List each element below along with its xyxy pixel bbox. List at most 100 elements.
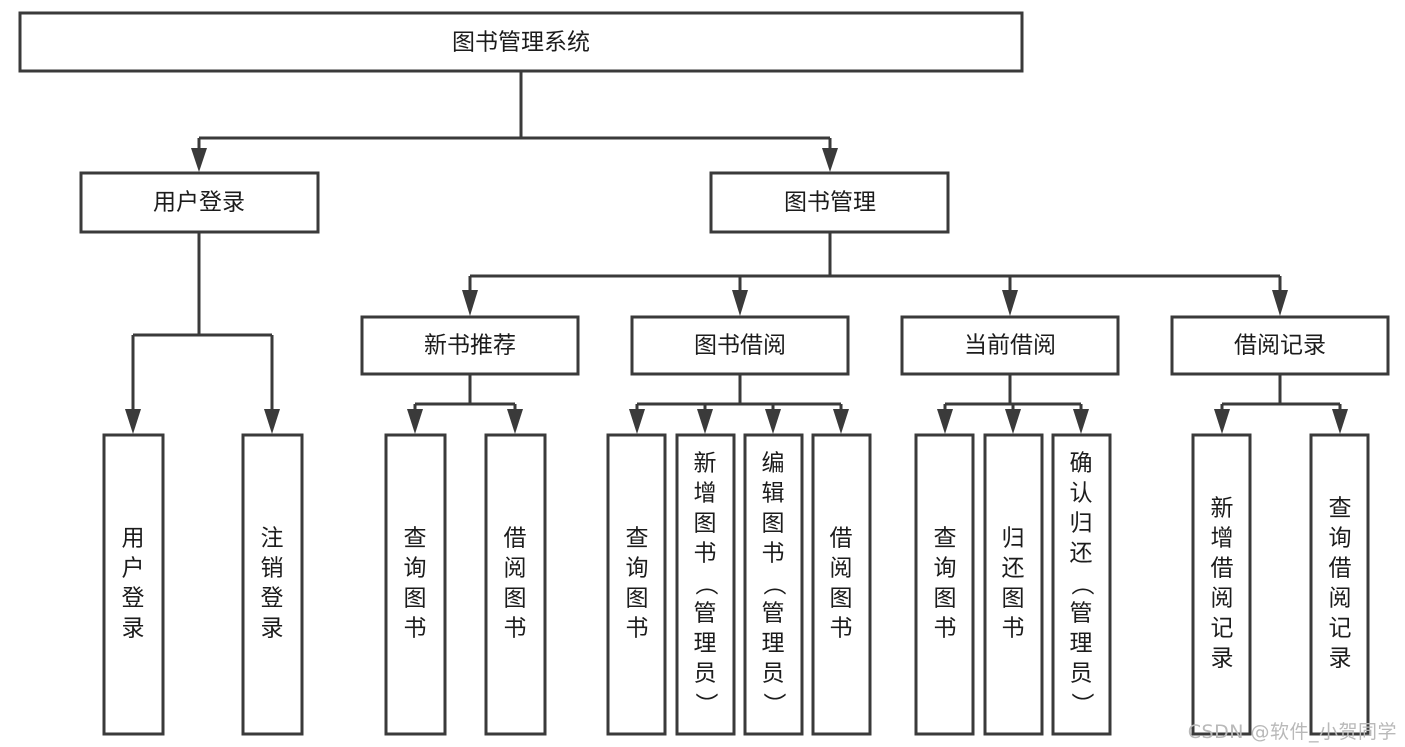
arrow-head-current-borrow xyxy=(1002,290,1018,316)
vertical-char: 员 xyxy=(762,661,785,687)
vertical-char: 还 xyxy=(1070,541,1093,567)
arrow-head-new-book-recommend xyxy=(462,290,478,316)
vertical-char: 查 xyxy=(626,526,649,552)
arrow-head-leaf-borrow-book xyxy=(833,409,849,434)
vertical-char: 增 xyxy=(1211,526,1234,552)
vertical-char: 阅 xyxy=(1211,586,1234,612)
node-borrow-record-box xyxy=(1170,315,1390,376)
vertical-char: 借 xyxy=(504,526,527,552)
vertical-char: 管 xyxy=(694,601,717,627)
node-leaf-user-login-label: 用户登录 xyxy=(122,526,145,642)
vertical-char: 书 xyxy=(404,616,427,642)
arrow-head-leaf-add-book-admin xyxy=(697,409,713,434)
vertical-char: 员 xyxy=(1070,661,1093,687)
vertical-char: 录 xyxy=(1211,646,1234,672)
node-book-management[interactable]: 图书管理 xyxy=(709,171,950,234)
arrow-head-leaf-return-book xyxy=(1005,409,1021,434)
arrow-head-leaf-current-query-book xyxy=(937,409,953,434)
vertical-char: 户 xyxy=(122,556,145,582)
node-leaf-borrow-book-box xyxy=(811,433,872,736)
vertical-char: 理 xyxy=(1070,631,1093,657)
node-book-borrow-label: 图书借阅 xyxy=(694,333,786,359)
node-current-borrow[interactable]: 当前借阅 xyxy=(900,315,1120,376)
vertical-char: 录 xyxy=(122,616,145,642)
vertical-char: 书 xyxy=(830,616,853,642)
vertical-char: 管 xyxy=(1070,601,1093,627)
arrow-head-book-borrow xyxy=(732,290,748,316)
node-current-borrow-box xyxy=(900,315,1120,376)
vertical-char: ） xyxy=(761,693,787,716)
vertical-char: （ xyxy=(693,573,719,596)
node-book-borrow[interactable]: 图书借阅 xyxy=(630,315,850,376)
vertical-char: 图 xyxy=(626,586,649,612)
vertical-char: 书 xyxy=(934,616,957,642)
connector-layer xyxy=(125,71,1348,434)
vertical-char: 借 xyxy=(830,526,853,552)
vertical-char: 询 xyxy=(404,556,427,582)
vertical-char: 理 xyxy=(762,631,785,657)
vertical-char: 书 xyxy=(1002,616,1025,642)
arrow-head-leaf-query-borrow-record xyxy=(1332,409,1348,434)
vertical-char: 阅 xyxy=(504,556,527,582)
vertical-char: 还 xyxy=(1002,556,1025,582)
vertical-char: 认 xyxy=(1070,481,1093,507)
node-new-book-recommend[interactable]: 新书推荐 xyxy=(360,315,580,376)
arrow-head-leaf-confirm-return-admin xyxy=(1073,409,1089,434)
node-leaf-user-login-box xyxy=(102,433,165,736)
vertical-char: 图 xyxy=(694,511,717,537)
vertical-char: 管 xyxy=(762,601,785,627)
arrow-head-borrow-record xyxy=(1272,290,1288,316)
csdn-watermark: CSDN @软件_小贺同学 xyxy=(1187,721,1397,743)
node-borrow-record[interactable]: 借阅记录 xyxy=(1170,315,1390,376)
node-leaf-user-login[interactable]: 用户登录 xyxy=(102,433,165,736)
node-book-borrow-box xyxy=(630,315,850,376)
vertical-char: 注 xyxy=(261,526,284,552)
vertical-char: ） xyxy=(1069,693,1095,716)
vertical-char: 阅 xyxy=(1329,586,1352,612)
vertical-char: 用 xyxy=(122,526,145,552)
node-leaf-current-query-book-box xyxy=(914,433,975,736)
node-current-borrow-label: 当前借阅 xyxy=(964,333,1056,359)
arrow-head-leaf-edit-book-admin xyxy=(765,409,781,434)
vertical-char: 书 xyxy=(626,616,649,642)
vertical-char: 录 xyxy=(1329,646,1352,672)
node-user-login[interactable]: 用户登录 xyxy=(79,171,320,234)
vertical-char: 图 xyxy=(830,586,853,612)
arrow-head-leaf-recommend-borrow-book xyxy=(507,409,523,434)
vertical-char: 图 xyxy=(504,586,527,612)
node-new-book-recommend-label: 新书推荐 xyxy=(424,333,516,359)
vertical-char: 归 xyxy=(1002,526,1025,552)
vertical-char: 查 xyxy=(934,526,957,552)
vertical-char: 书 xyxy=(694,541,717,567)
vertical-char: 询 xyxy=(1329,526,1352,552)
vertical-char: 归 xyxy=(1070,511,1093,537)
node-root[interactable]: 图书管理系统 xyxy=(18,11,1024,73)
arrow-head-book-management xyxy=(822,148,838,172)
node-root-box xyxy=(18,11,1024,73)
vertical-char: 新 xyxy=(1211,496,1234,522)
vertical-char: 员 xyxy=(694,661,717,687)
node-user-login-box xyxy=(79,171,320,234)
vertical-char: 编 xyxy=(762,451,785,477)
vertical-char: 辑 xyxy=(762,481,785,507)
node-layer: 图书管理系统 用户登录 图书管理 新书推荐 图书借阅 xyxy=(18,11,1390,736)
